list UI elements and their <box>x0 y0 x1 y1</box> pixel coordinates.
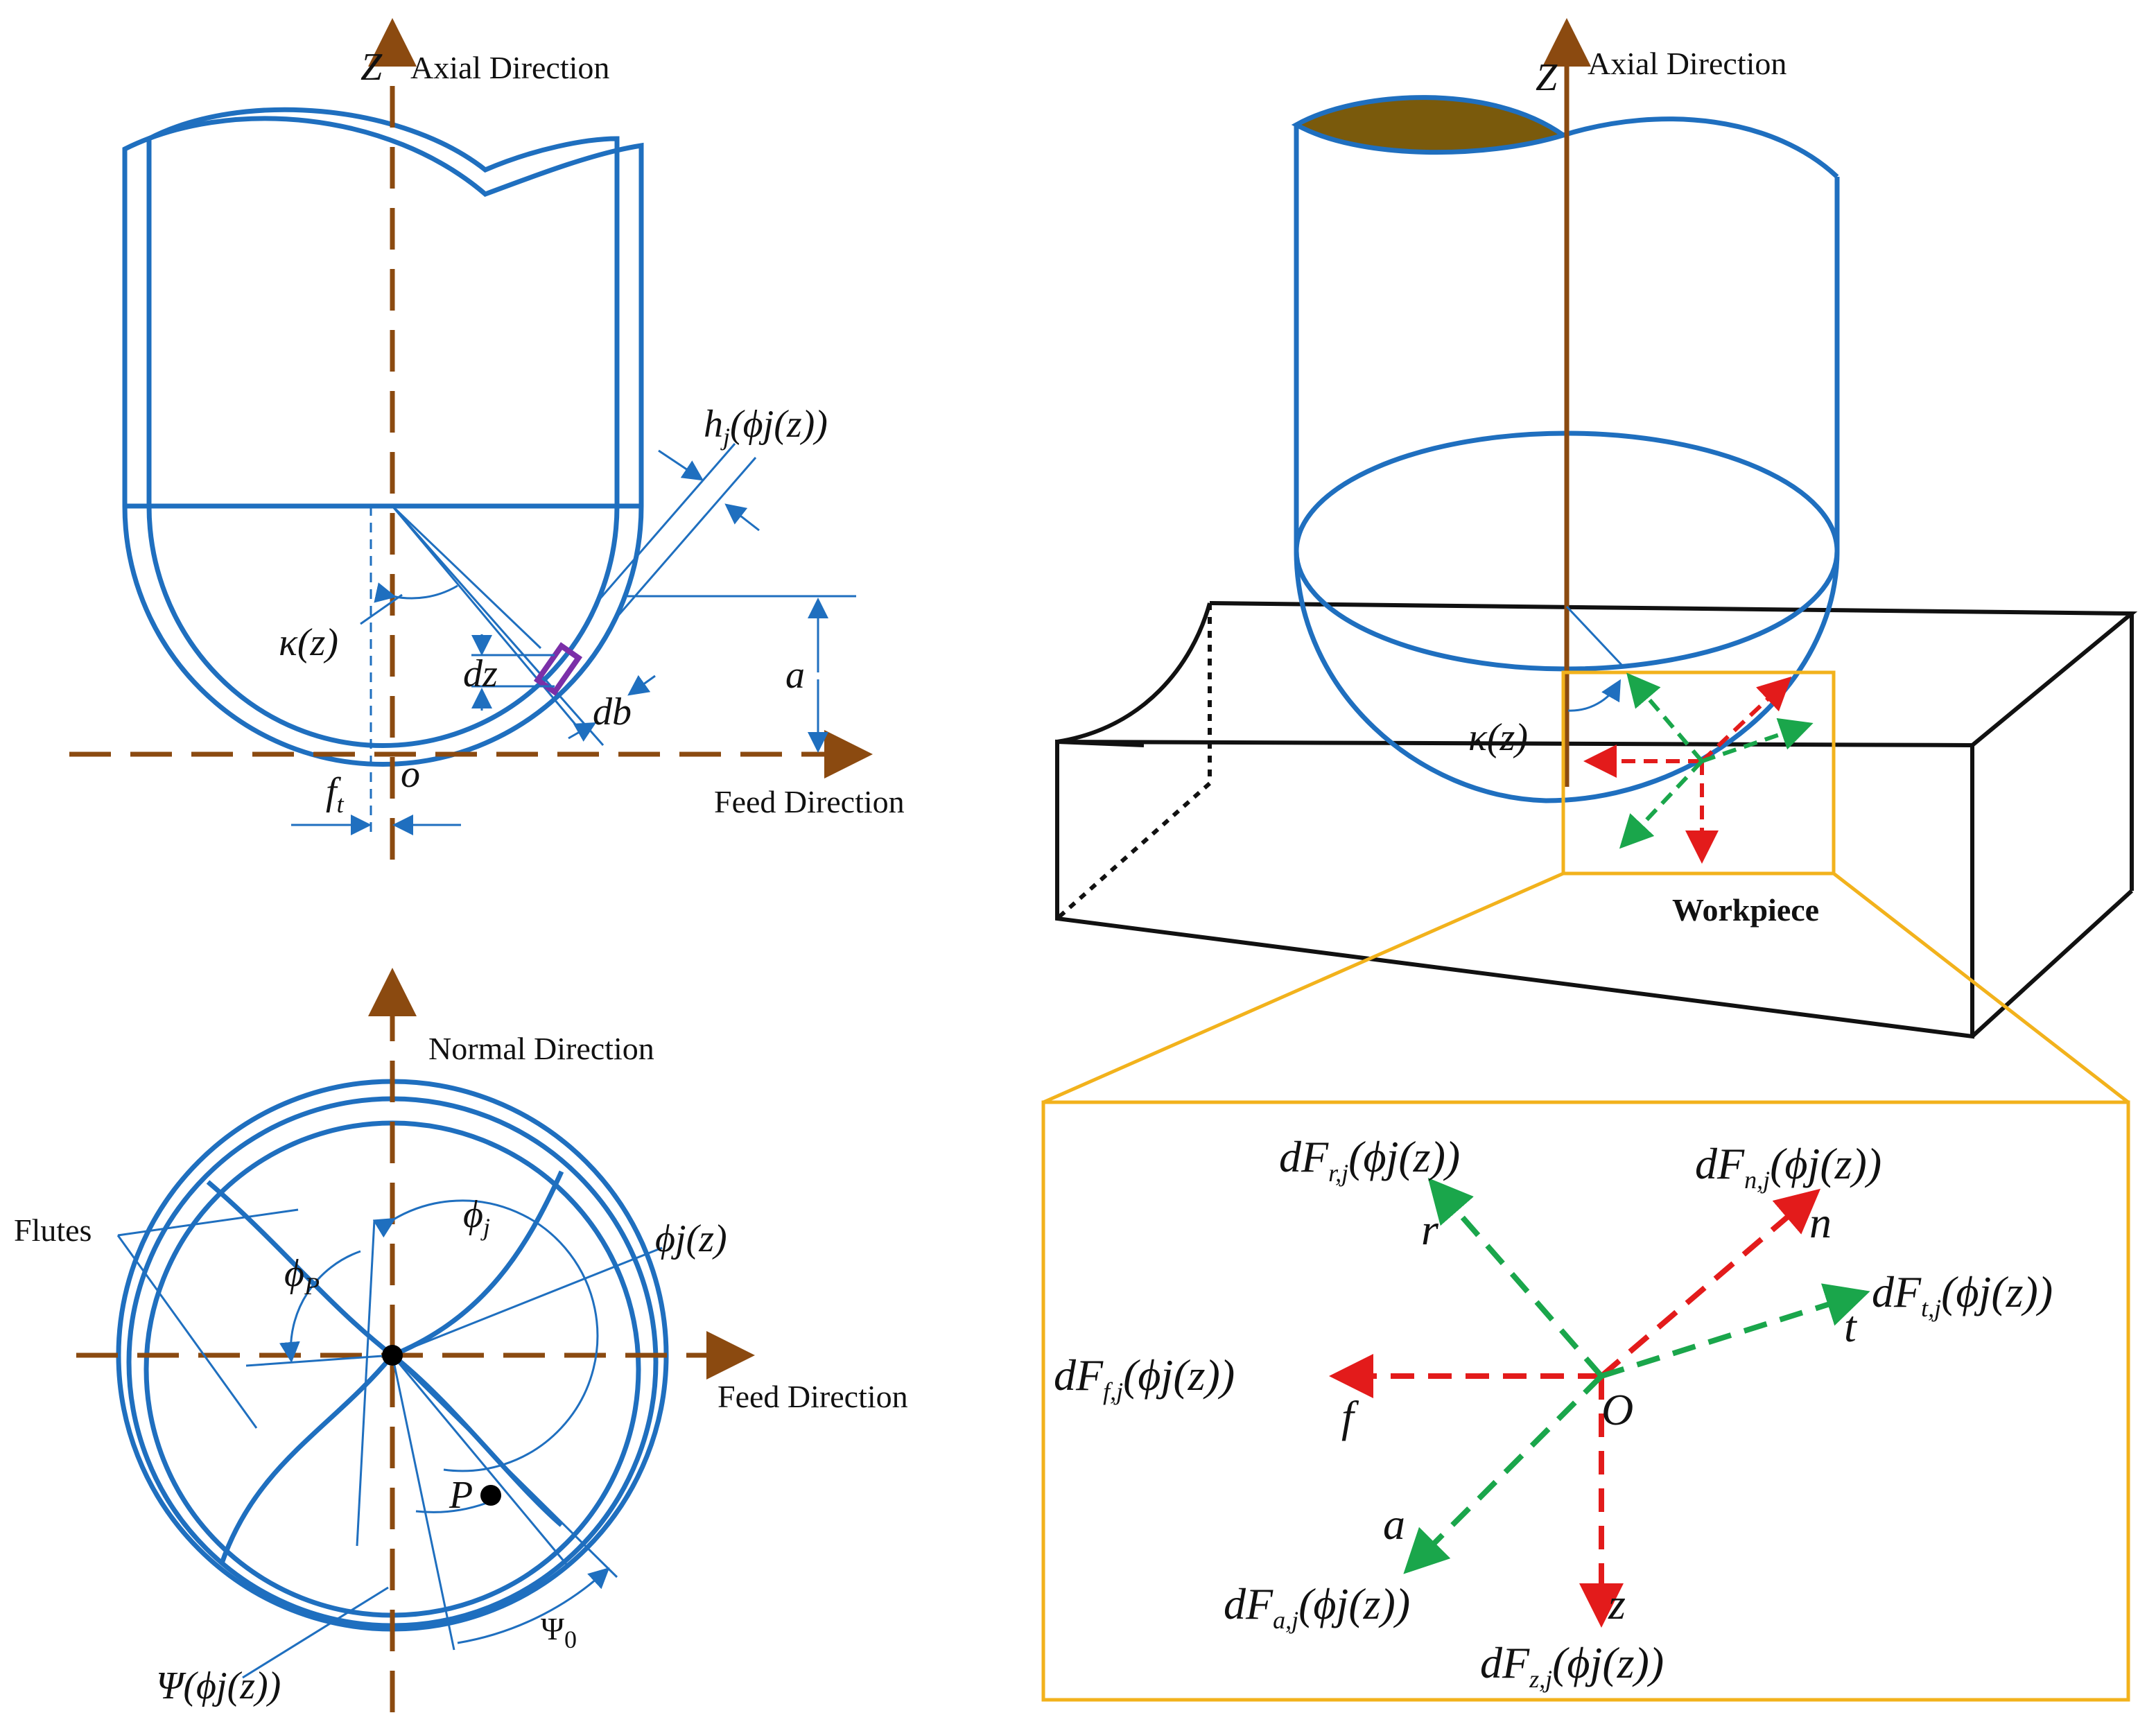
force-a-arrow <box>1403 1374 1603 1574</box>
force-n-arrow <box>1599 1188 1821 1379</box>
detail-frame <box>1041 1100 2130 1702</box>
flute-2 <box>219 1353 394 1565</box>
dF-f-label: dFf,j(ϕj(z)) <box>1054 1350 1235 1405</box>
kappa-arc <box>374 582 458 603</box>
h-line-1 <box>595 443 736 604</box>
axis-a-label: a <box>1383 1499 1405 1549</box>
dF-n-label: dFn,j(ϕj(z)) <box>1695 1139 1881 1194</box>
phi-p-arc <box>279 1250 361 1363</box>
tool-top-cap <box>1291 95 1569 155</box>
iso-z-label: Z <box>1536 56 1558 99</box>
ball-end-outer <box>122 505 644 767</box>
psi0-arc <box>457 1567 610 1644</box>
axis-t-label: t <box>1844 1302 1858 1351</box>
center-point <box>382 1345 403 1366</box>
dF-r-label: dFr,j(ϕj(z)) <box>1279 1132 1460 1187</box>
force-r-arrow <box>1427 1177 1604 1378</box>
h-arrow-1 <box>658 449 704 481</box>
zoom-line-left <box>1042 871 1565 1104</box>
p-label: P <box>449 1474 473 1517</box>
psi-phi-label: Ψ(ϕj(z)) <box>156 1664 281 1707</box>
workpiece-hidden-2 <box>1056 781 1211 921</box>
tool-top-edge <box>1562 116 1839 179</box>
ball-end-inner <box>146 505 620 748</box>
force-t-arrow <box>1600 1283 1870 1379</box>
mini-green-t <box>1701 717 1814 763</box>
iso-radial <box>1565 605 1624 667</box>
workpiece-groove <box>1057 602 1212 744</box>
axis-z-label: z <box>1608 1579 1626 1628</box>
top-line-4 <box>356 1219 376 1547</box>
psi0-label: Ψ0 <box>541 1611 577 1653</box>
mini-green-r <box>1626 672 1704 763</box>
side-axial-direction: Axial Direction <box>410 50 609 85</box>
db-arrow-1 <box>627 675 656 696</box>
phi-p-label: ϕP <box>284 1252 320 1300</box>
top-view: Normal Direction Feed Direction Flutes ϕ… <box>14 968 908 1712</box>
side-kappa-label: κ(z) <box>279 621 338 664</box>
axis-n-label: n <box>1809 1198 1832 1247</box>
tool-ball <box>1294 550 1840 803</box>
flute-1 <box>206 1180 394 1357</box>
detail-view: O r n t f a z dFr,j(ϕj(z)) dFn,j(ϕj(z)) … <box>1041 871 2130 1702</box>
phi-j-label: ϕj <box>463 1193 490 1241</box>
detail-source-box <box>1561 670 1836 876</box>
workpiece-label: Workpiece <box>1672 892 1819 928</box>
iso-kappa-arc <box>1567 679 1621 712</box>
radial-line-2 <box>391 505 605 746</box>
iso-view: Z Axial Direction κ(z) Workpiece <box>1055 18 2138 1039</box>
normal-direction-label: Normal Direction <box>428 1031 654 1066</box>
iso-kappa-label: κ(z) <box>1468 716 1528 759</box>
top-feed-direction: Feed Direction <box>718 1379 908 1414</box>
side-feed-direction: Feed Direction <box>714 784 905 819</box>
radial-line-3 <box>391 505 542 650</box>
mini-red-n <box>1700 676 1792 763</box>
flutes-leader-1 <box>117 1208 299 1237</box>
db-arrow-2 <box>568 722 597 742</box>
side-z-label: Z <box>360 46 383 89</box>
iso-axial-direction: Axial Direction <box>1588 46 1786 81</box>
tool-shank-outer <box>122 116 644 506</box>
side-ft-label: ft <box>326 770 345 818</box>
axis-r-label: r <box>1421 1205 1439 1254</box>
top-line-1 <box>391 1354 618 1578</box>
flutes-leader-2 <box>116 1235 258 1429</box>
side-dz-label: dz <box>463 652 498 695</box>
tool-shank-inner <box>146 107 620 506</box>
dF-z-label: dFz,j(ϕj(z)) <box>1480 1638 1664 1693</box>
h-line-2 <box>616 457 757 618</box>
axis-f-label: f <box>1341 1392 1359 1441</box>
top-line-2 <box>391 1355 455 1651</box>
side-h-label: hj(ϕj(z)) <box>704 403 828 451</box>
workpiece-bottom-right <box>1970 889 2134 1038</box>
dF-t-label: dFt,j(ϕj(z)) <box>1872 1267 2053 1322</box>
zoom-line-right <box>1832 872 2130 1104</box>
phi-j-arc <box>372 1199 599 1472</box>
mini-green-a <box>1619 759 1704 849</box>
flutes-label: Flutes <box>14 1212 92 1248</box>
dF-a-label: dFa,j(ϕj(z)) <box>1224 1579 1410 1634</box>
side-db-label: db <box>593 690 632 733</box>
side-a-label: a <box>785 654 805 697</box>
side-view: Z Axial Direction o Feed Direction κ(z) … <box>69 18 905 860</box>
phi-jz-label: ϕj(z) <box>655 1217 727 1260</box>
h-arrow-2 <box>724 503 760 532</box>
flute-3 <box>391 1170 564 1358</box>
psi-leader <box>242 1586 389 1679</box>
top-line-5 <box>245 1354 393 1367</box>
p-point <box>480 1485 501 1506</box>
top-line-3 <box>391 1355 570 1567</box>
phi-jz-leader <box>392 1246 663 1357</box>
detail-origin: O <box>1601 1385 1633 1434</box>
kappa-leader <box>360 593 403 625</box>
side-origin-label: o <box>401 753 420 796</box>
